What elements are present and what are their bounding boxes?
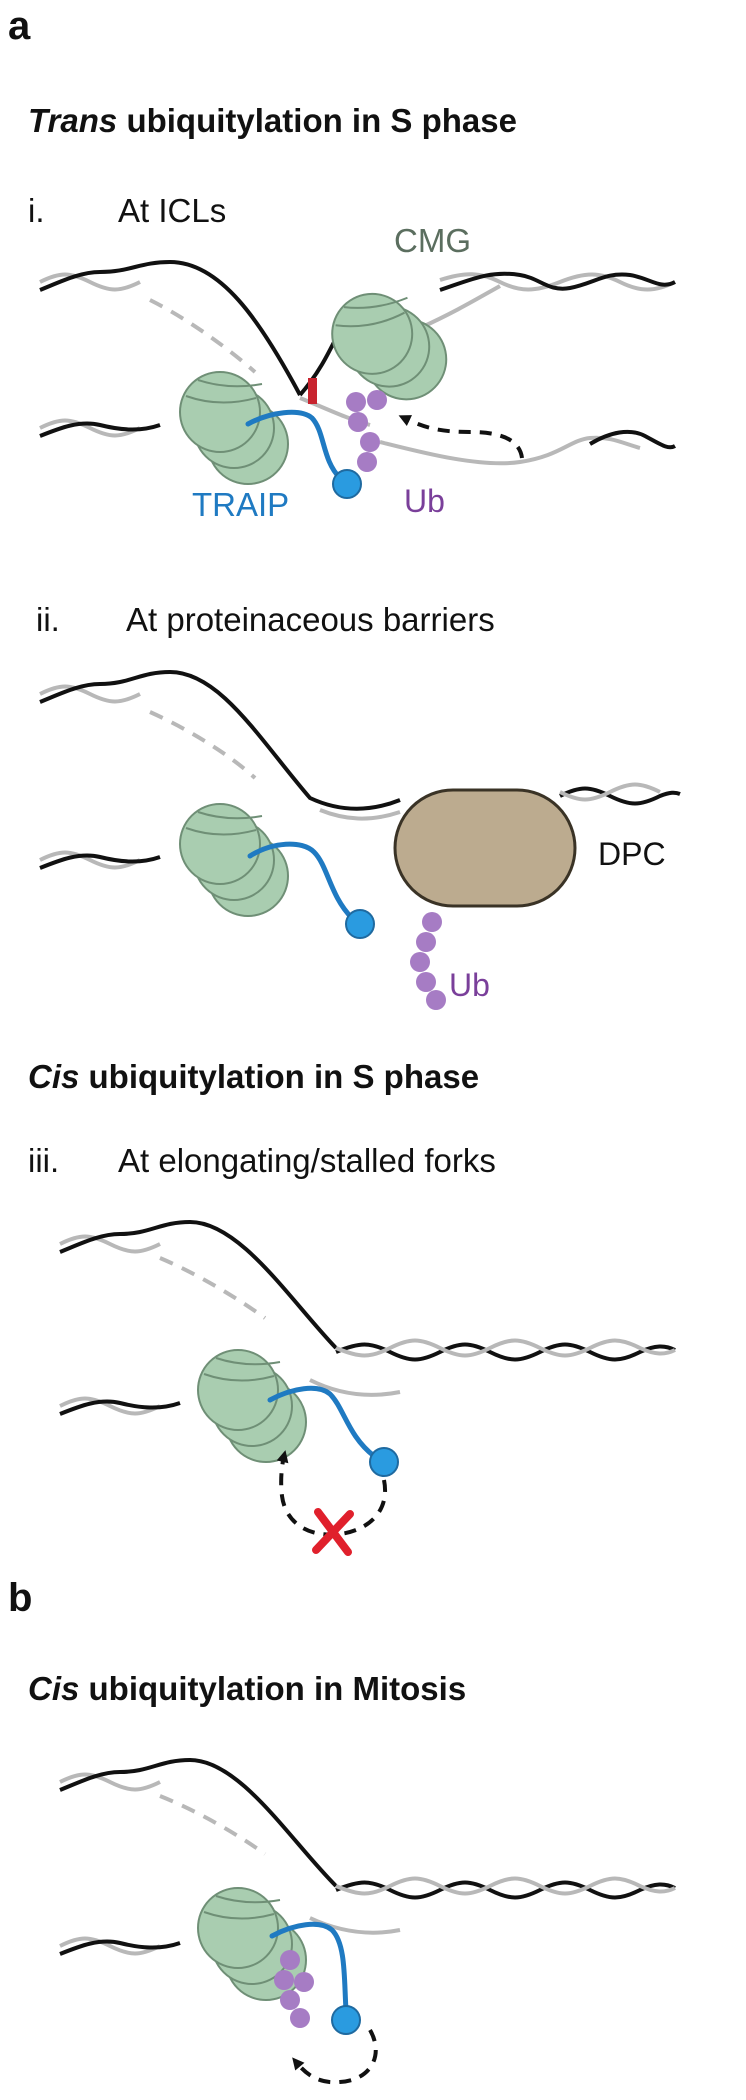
subpanel-text: At proteinaceous barriers bbox=[126, 601, 495, 638]
diagram-iii-forks bbox=[59, 1219, 676, 1556]
heading-rest: ubiquitylation in S phase bbox=[117, 102, 517, 139]
ub-label-ii: Ub bbox=[449, 967, 490, 1003]
heading-emphasis: Cis bbox=[28, 1670, 80, 1707]
subpanel-text: At elongating/stalled forks bbox=[118, 1142, 496, 1179]
subpanel-text: At ICLs bbox=[118, 192, 227, 229]
heading-rest: ubiquitylation in Mitosis bbox=[79, 1670, 467, 1707]
ub-label-i: Ub bbox=[404, 483, 445, 519]
diagram-i-icl bbox=[39, 259, 676, 499]
heading-rest: ubiquitylation in S phase bbox=[79, 1058, 480, 1095]
subpanel-i-label: i. At ICLs bbox=[28, 192, 226, 230]
subpanel-number: iii. bbox=[28, 1142, 60, 1179]
heading-cis-s-phase: Cis ubiquitylation in S phase bbox=[28, 1058, 479, 1096]
subpanel-iii-label: iii. At elongating/stalled forks bbox=[28, 1142, 496, 1180]
traip-label: TRAIP bbox=[192, 486, 290, 523]
heading-emphasis: Trans bbox=[28, 102, 118, 139]
panel-label-a: a bbox=[8, 4, 31, 48]
heading-cis-mitosis: Cis ubiquitylation in Mitosis bbox=[28, 1670, 466, 1708]
diagram-ii-dpc bbox=[39, 669, 681, 1010]
subpanel-ii-label: ii. At proteinaceous barriers bbox=[36, 601, 495, 639]
dpc-label: DPC bbox=[598, 836, 666, 872]
cmg-label: CMG bbox=[394, 222, 471, 259]
subpanel-number: i. bbox=[28, 192, 45, 229]
diagram-b-mitosis bbox=[59, 1757, 676, 2085]
panel-label-b: b bbox=[8, 1576, 33, 1620]
heading-emphasis: Cis bbox=[28, 1058, 80, 1095]
heading-trans-s-phase: Trans ubiquitylation in S phase bbox=[28, 102, 517, 140]
subpanel-number: ii. bbox=[36, 601, 60, 638]
